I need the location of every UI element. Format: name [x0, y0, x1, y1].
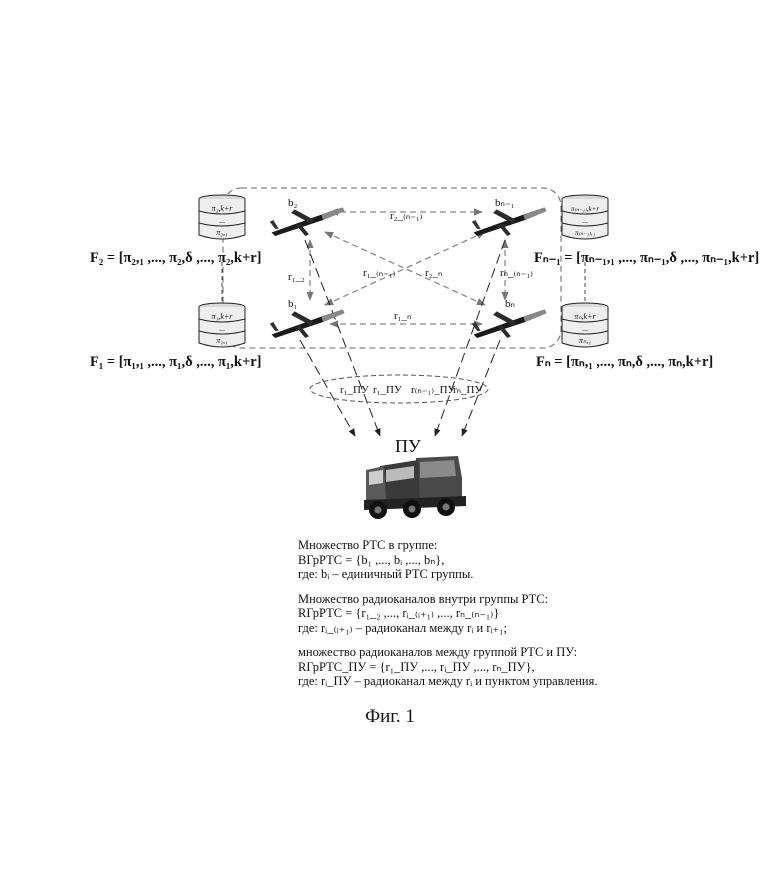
legend-line: BГрРТС = {b₁ ,..., bᵢ ,..., bₙ}, [298, 553, 628, 568]
legend-line: где: rᵢ_ПУ – радиоканал между rᵢ и пункт… [298, 674, 628, 689]
svg-text:π₁,₁: π₁,₁ [216, 336, 228, 345]
database-fn1: π₍ₙ₋₁₎,k+r ... π₍ₙ₋₁₎,₁ [562, 195, 608, 239]
node-label-b2: b₂ [288, 197, 298, 209]
svg-text:...: ... [582, 216, 588, 225]
legend-line: где: bᵢ – единичный РТС группы. [298, 567, 628, 582]
legend-line: множество радиоканалов между группой РТС… [298, 645, 628, 660]
svg-text:πₙ,₁: πₙ,₁ [579, 336, 591, 345]
database-f1: π₁,k+r ... π₁,₁ [199, 303, 245, 347]
link-b1-bn1 [325, 232, 485, 305]
database-f2: π₂,k+r ... π₂,₁ [199, 195, 245, 239]
svg-text:...: ... [582, 324, 588, 333]
pu-link-label-3: r₍ₙ₋₁₎_ПУ [411, 384, 456, 396]
figure-caption: Фиг. 1 [0, 706, 780, 728]
legend-line: Множество РТС в группе: [298, 538, 628, 553]
formula-fn1: Fₙ₋₁ = [πₙ₋₁,₁ ,..., πₙ₋₁,δ ,..., πₙ₋₁,k… [534, 250, 759, 266]
svg-text:π₂,₁: π₂,₁ [216, 228, 228, 237]
legend: Множество РТС в группе: BГрРТС = {b₁ ,..… [298, 538, 628, 689]
legend-line: RГрРТС = {r₁_₂ ,..., rᵢ_₍ᵢ₊₁₎ ,..., rₙ_₍… [298, 606, 628, 621]
legend-line: где: rᵢ_₍ᵢ₊₁₎ – радиоканал между rᵢ и rᵢ… [298, 621, 628, 636]
link-b2-bn [325, 232, 485, 305]
link-label-r1n: r₁_ₙ [394, 310, 411, 322]
link-label-r2n1: r₂_₍ₙ₋₁₎ [390, 210, 423, 222]
svg-text:π₁,k+r: π₁,k+r [212, 312, 234, 321]
pu-link-label-2: r₁_ПУ [373, 384, 402, 396]
svg-text:π₍ₙ₋₁₎,k+r: π₍ₙ₋₁₎,k+r [571, 205, 599, 213]
drone-bn1-icon [472, 208, 547, 236]
node-label-b1: b₁ [288, 298, 298, 310]
database-fn: πₙ,k+r ... πₙ,₁ [562, 303, 608, 347]
pu-link-label-4: rₙ_ПУ [453, 384, 482, 396]
link-label-r12: r₁_₂ [288, 271, 305, 283]
svg-text:...: ... [219, 216, 225, 225]
svg-text:π₍ₙ₋₁₎,₁: π₍ₙ₋₁₎,₁ [575, 229, 595, 237]
inter-drone-links [310, 212, 505, 324]
svg-text:π₂,k+r: π₂,k+r [212, 204, 234, 213]
truck-icon [364, 456, 466, 519]
drone-b2-icon [270, 208, 345, 236]
node-label-bn1: bₙ₋₁ [495, 197, 515, 209]
formula-f2: F₂ = [π₂,₁ ,..., π₂,δ ,..., π₂,k+r] [90, 250, 262, 266]
link-label-r1n1: r₁_₍ₙ₋₁₎ [363, 267, 396, 279]
link-label-r2n: r₂_ₙ [425, 267, 442, 279]
legend-line: Множество радиоканалов внутри группы РТС… [298, 592, 628, 607]
formula-f1: F₁ = [π₁,₁ ,..., π₁,δ ,..., π₁,k+r] [90, 354, 262, 370]
pu-link-label-1: r₁_ПУ [340, 384, 369, 396]
svg-text:...: ... [219, 324, 225, 333]
link-label-rnn1: rₙ_₍ₙ₋₁₎ [500, 267, 533, 279]
node-label-bn: bₙ [505, 298, 515, 310]
formula-fn: Fₙ = [πₙ,₁ ,..., πₙ,δ ,..., πₙ,k+r] [536, 354, 713, 370]
svg-text:πₙ,k+r: πₙ,k+r [574, 312, 596, 321]
link-bn1-pu [435, 240, 505, 436]
ground-station-label: ПУ [395, 436, 421, 456]
drone-bn-icon [472, 310, 547, 338]
legend-line: RГрРТС_ПУ = {r₁_ПУ ,..., rᵢ_ПУ ,..., rₙ_… [298, 660, 628, 675]
